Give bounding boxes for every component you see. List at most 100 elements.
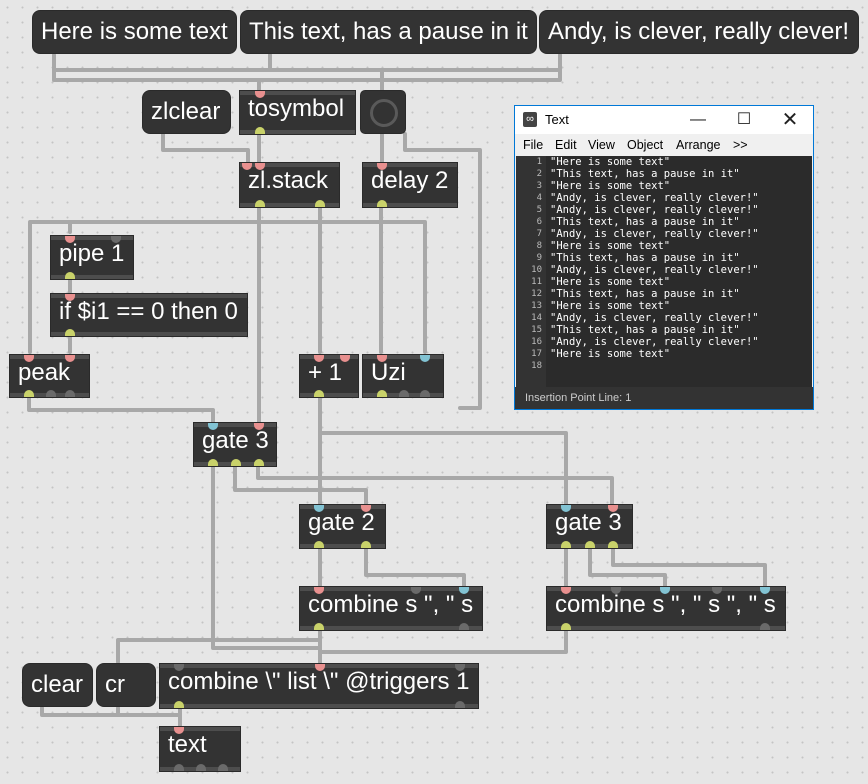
editor-line[interactable]: 14"Andy, is clever, really clever!" bbox=[516, 312, 812, 324]
clear-message[interactable]: clear bbox=[23, 664, 92, 706]
outlet[interactable] bbox=[208, 459, 218, 466]
inlet[interactable] bbox=[361, 505, 371, 512]
inlet[interactable] bbox=[65, 236, 75, 243]
editor-line[interactable]: 2"This text, has a pause in it" bbox=[516, 168, 812, 180]
menu-file[interactable]: File bbox=[523, 138, 544, 152]
editor-line[interactable]: 9"This text, has a pause in it" bbox=[516, 252, 812, 264]
outlet[interactable] bbox=[24, 390, 34, 397]
outlet[interactable] bbox=[65, 329, 75, 336]
inlet[interactable] bbox=[608, 505, 618, 512]
outlet[interactable] bbox=[255, 127, 265, 134]
inlet[interactable] bbox=[255, 163, 265, 170]
inlet[interactable] bbox=[455, 664, 465, 671]
outlet[interactable] bbox=[585, 541, 595, 548]
inlet[interactable] bbox=[208, 423, 218, 430]
editor-line[interactable]: 7"Andy, is clever, really clever!" bbox=[516, 228, 812, 240]
inlet[interactable] bbox=[24, 355, 34, 362]
outlet[interactable] bbox=[65, 272, 75, 279]
inlet[interactable] bbox=[561, 587, 571, 594]
outlet[interactable] bbox=[377, 200, 387, 207]
gate-3-object[interactable]: gate 3 bbox=[547, 505, 632, 548]
maximize-icon[interactable]: ☐ bbox=[736, 111, 752, 128]
inlet[interactable] bbox=[111, 236, 121, 243]
message-here-is-some-text[interactable]: Here is some text bbox=[33, 11, 236, 53]
inlet[interactable] bbox=[242, 163, 252, 170]
zlclear-message[interactable]: zlclear bbox=[143, 91, 230, 133]
window-titlebar[interactable]: ∞ Text — ☐ ✕ bbox=[515, 106, 813, 134]
editor-line[interactable]: 12"This text, has a pause in it" bbox=[516, 288, 812, 300]
outlet[interactable] bbox=[231, 459, 241, 466]
inlet[interactable] bbox=[340, 355, 350, 362]
editor-line[interactable]: 4"Andy, is clever, really clever!" bbox=[516, 192, 812, 204]
message-this-text-pause[interactable]: This text, has a pause in it bbox=[241, 11, 536, 53]
outlet[interactable] bbox=[561, 541, 571, 548]
outlet[interactable] bbox=[174, 701, 184, 708]
inlet[interactable] bbox=[377, 163, 387, 170]
inlet[interactable] bbox=[65, 294, 75, 301]
uzi-object[interactable]: Uzi bbox=[363, 355, 443, 397]
outlet[interactable] bbox=[377, 390, 387, 397]
inlet[interactable] bbox=[315, 664, 325, 671]
outlet[interactable] bbox=[399, 390, 409, 397]
outlet[interactable] bbox=[174, 764, 184, 771]
close-icon[interactable]: ✕ bbox=[781, 109, 799, 131]
editor-line[interactable]: 17"Here is some text" bbox=[516, 348, 812, 360]
menu-edit[interactable]: Edit bbox=[555, 138, 577, 152]
delay-object[interactable]: delay 2 bbox=[363, 163, 457, 207]
gate-2-object[interactable]: gate 2 bbox=[300, 505, 385, 548]
editor-line[interactable]: 16"Andy, is clever, really clever!" bbox=[516, 336, 812, 348]
outlet[interactable] bbox=[760, 623, 770, 630]
outlet[interactable] bbox=[46, 390, 56, 397]
peak-object[interactable]: peak bbox=[10, 355, 89, 397]
combine-object[interactable]: combine s ", " s bbox=[300, 587, 482, 630]
editor-line[interactable]: 11"Here is some text" bbox=[516, 276, 812, 288]
outlet[interactable] bbox=[255, 200, 265, 207]
editor-line[interactable]: 8"Here is some text" bbox=[516, 240, 812, 252]
plus-one-object[interactable]: + 1 bbox=[300, 355, 358, 397]
inlet[interactable] bbox=[420, 355, 430, 362]
inlet[interactable] bbox=[174, 664, 184, 671]
inlet[interactable] bbox=[760, 587, 770, 594]
outlet[interactable] bbox=[254, 459, 264, 466]
inlet[interactable] bbox=[561, 505, 571, 512]
inlet[interactable] bbox=[660, 587, 670, 594]
editor-line[interactable]: 5"Andy, is clever, really clever!" bbox=[516, 204, 812, 216]
outlet[interactable] bbox=[65, 390, 75, 397]
inlet[interactable] bbox=[174, 727, 184, 734]
editor-line[interactable]: 18 bbox=[516, 360, 812, 372]
outlet[interactable] bbox=[420, 390, 430, 397]
combine-object[interactable]: combine s ", " s ", " s bbox=[547, 587, 785, 630]
outlet[interactable] bbox=[314, 541, 324, 548]
pipe-object[interactable]: pipe 1 bbox=[51, 236, 133, 279]
editor-line[interactable]: 13"Here is some text" bbox=[516, 300, 812, 312]
outlet[interactable] bbox=[315, 200, 325, 207]
text-window[interactable]: ∞ Text — ☐ ✕ File Edit View Object Arran… bbox=[514, 105, 814, 410]
menu-more[interactable]: >> bbox=[733, 138, 748, 152]
inlet[interactable] bbox=[459, 587, 469, 594]
outlet[interactable] bbox=[561, 623, 571, 630]
tosymbol-object[interactable]: tosymbol bbox=[240, 91, 355, 134]
zl-stack-object[interactable]: zl.stack bbox=[240, 163, 339, 207]
menu-object[interactable]: Object bbox=[627, 138, 664, 152]
editor-line[interactable]: 3"Here is some text" bbox=[516, 180, 812, 192]
menu-arrange[interactable]: Arrange bbox=[676, 138, 721, 152]
inlet[interactable] bbox=[314, 587, 324, 594]
inlet[interactable] bbox=[611, 587, 621, 594]
inlet[interactable] bbox=[254, 423, 264, 430]
inlet[interactable] bbox=[377, 355, 387, 362]
inlet[interactable] bbox=[314, 355, 324, 362]
outlet[interactable] bbox=[459, 623, 469, 630]
editor-line[interactable]: 1"Here is some text" bbox=[516, 156, 812, 168]
bang-button[interactable] bbox=[361, 91, 405, 133]
inlet[interactable] bbox=[411, 587, 421, 594]
combine-list-object[interactable]: combine \" list \" @triggers 1 bbox=[160, 664, 478, 708]
outlet[interactable] bbox=[218, 764, 228, 771]
outlet[interactable] bbox=[314, 623, 324, 630]
outlet[interactable] bbox=[314, 390, 324, 397]
message-andy-clever[interactable]: Andy, is clever, really clever! bbox=[540, 11, 858, 53]
editor-line[interactable]: 15"This text, has a pause in it" bbox=[516, 324, 812, 336]
editor-line[interactable]: 6"This text, has a pause in it" bbox=[516, 216, 812, 228]
outlet[interactable] bbox=[196, 764, 206, 771]
text-object[interactable]: text bbox=[160, 727, 240, 771]
outlet[interactable] bbox=[455, 701, 465, 708]
